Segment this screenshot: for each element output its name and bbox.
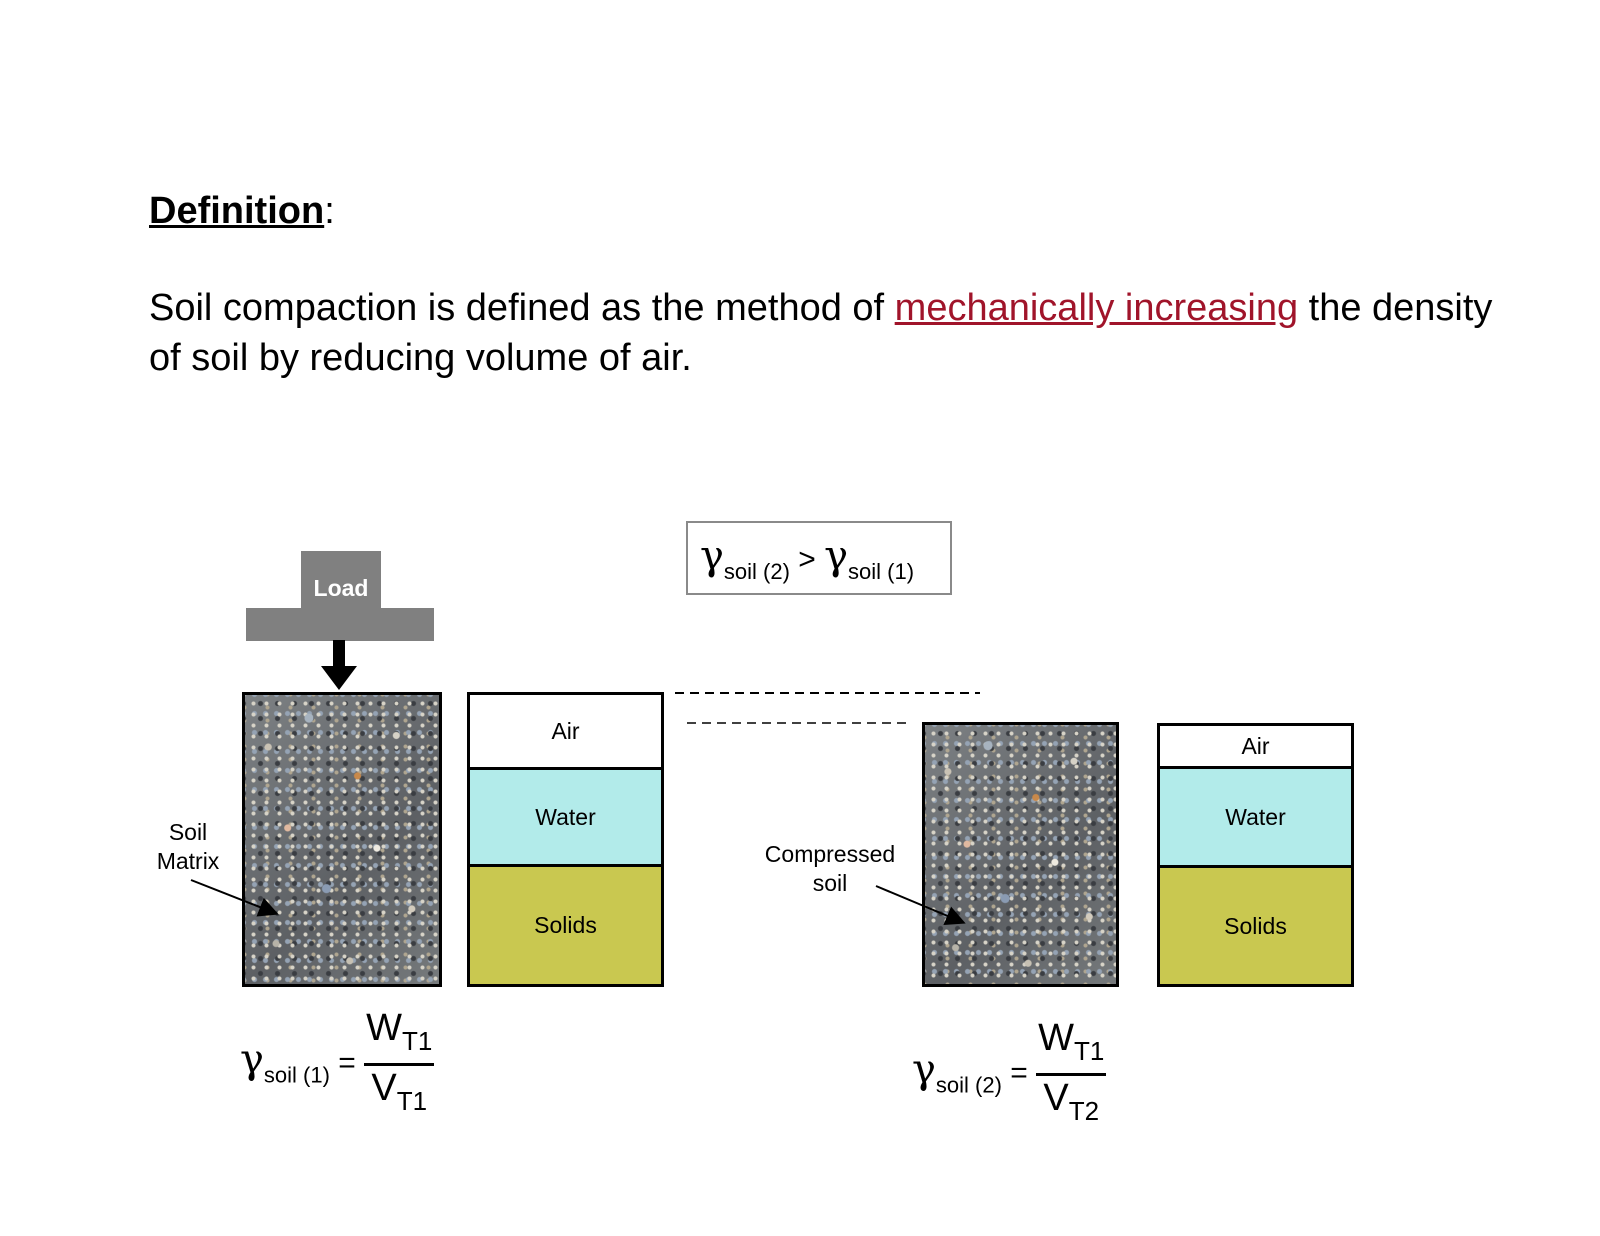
compressed-soil-line-2: soil [812, 870, 848, 896]
denominator: VT1 [364, 1066, 434, 1121]
phase-diagram-after: Air Water Solids [1157, 723, 1354, 987]
water-label: Water [1225, 803, 1286, 830]
heading-word: Definition [149, 190, 325, 232]
numerator-subscript: T1 [1074, 1036, 1105, 1066]
denominator-symbol: V [371, 1067, 397, 1109]
load-block-base [246, 608, 434, 641]
load-label: Load [313, 575, 369, 601]
load-arrow-head-icon [321, 666, 357, 690]
formula2-subscript: soil (2) [935, 1072, 1002, 1098]
air-label: Air [1241, 732, 1270, 759]
definition-highlight: mechanically increasing [894, 287, 1299, 329]
phase-diagram-before: Air Water Solids [467, 692, 664, 987]
soil-matrix-label: Soil Matrix [138, 818, 238, 876]
denominator-symbol: V [1043, 1077, 1069, 1119]
solids-phase: Solids [470, 864, 661, 984]
numerator: WT1 [364, 1007, 435, 1066]
gamma-symbol: γ [912, 1046, 936, 1093]
definition-text: Soil compaction is defined as the method… [149, 283, 1509, 383]
numerator-symbol: W [1038, 1017, 1075, 1059]
compressed-soil-label: Compressed soil [755, 840, 905, 898]
air-label: Air [551, 717, 580, 744]
gamma-symbol: γ [240, 1036, 264, 1083]
solids-label: Solids [1224, 912, 1287, 939]
equals-sign: = [1010, 1056, 1028, 1090]
compressed-soil-line-1: Compressed [764, 841, 896, 867]
solids-label: Solids [534, 912, 597, 938]
water-phase: Water [1160, 766, 1351, 865]
soil-matrix-line-2: Matrix [156, 848, 220, 874]
solids-phase: Solids [1160, 865, 1351, 984]
soil-matrix-line-1: Soil [168, 819, 208, 845]
fraction: WT1 VT1 [364, 1007, 435, 1121]
soil-sample-before-image [242, 692, 442, 987]
numerator-subscript: T1 [402, 1026, 433, 1056]
comparison-right-subscript: soil (1) [848, 559, 915, 584]
air-phase: Air [1160, 726, 1351, 766]
water-label: Water [535, 803, 596, 830]
formula-soil-2: γsoil (2) = WT1 VT2 [912, 1017, 1107, 1131]
formula-soil-1: γsoil (1) = WT1 VT1 [240, 1007, 435, 1121]
equals-sign: = [338, 1046, 356, 1080]
heading-colon: : [324, 190, 335, 232]
comparison-operator: > [798, 543, 816, 576]
denominator-subscript: T1 [396, 1086, 428, 1116]
load-block-stem [301, 551, 381, 609]
soil-sample-compressed-image [922, 722, 1119, 987]
formula1-subscript: soil (1) [263, 1062, 330, 1088]
load-arrow-shaft [333, 640, 345, 668]
comparison-left-subscript: soil (2) [723, 559, 790, 584]
numerator-symbol: W [366, 1007, 403, 1049]
air-phase: Air [470, 695, 661, 767]
water-phase: Water [470, 767, 661, 864]
density-comparison-box: γsoil (2) > γsoil (1) [686, 521, 952, 595]
denominator-subscript: T2 [1068, 1096, 1100, 1126]
gamma-symbol: γ [700, 533, 724, 579]
gamma-symbol: γ [824, 533, 849, 579]
denominator: VT2 [1036, 1076, 1106, 1131]
definition-heading: Definition: [149, 188, 335, 234]
density-comparison: γsoil (2) > γsoil (1) [700, 533, 914, 585]
numerator: WT1 [1036, 1017, 1107, 1076]
fraction: WT1 VT2 [1036, 1017, 1107, 1131]
definition-before: Soil compaction is defined as the method… [149, 287, 895, 329]
definition-after: the density of soil by reducing volume o… [149, 287, 1493, 379]
